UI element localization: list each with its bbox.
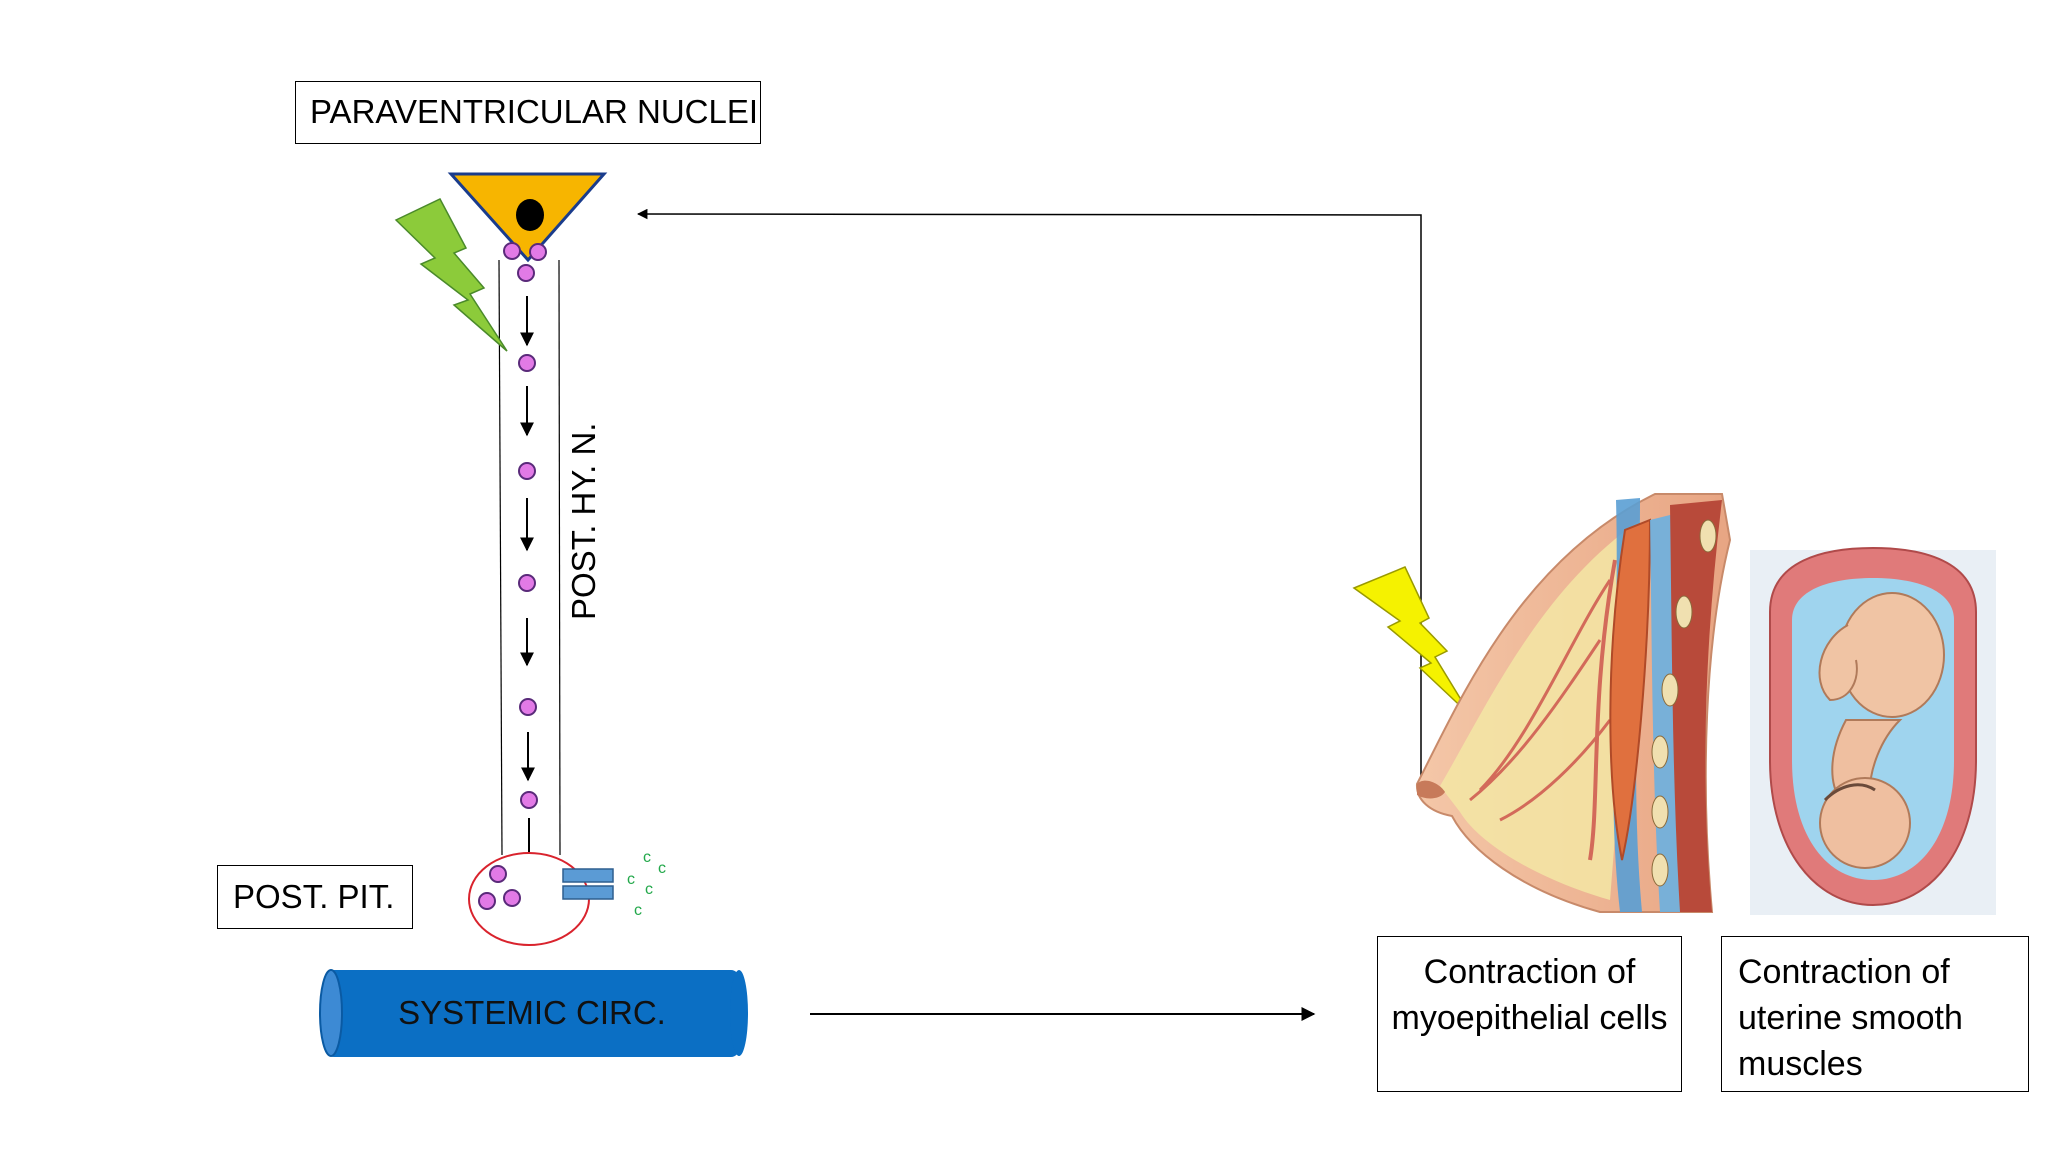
hormone-mark: c xyxy=(643,849,651,866)
post-pit-label: POST. PIT. xyxy=(217,865,413,929)
axon-tract xyxy=(498,259,561,856)
myoepithelial-contraction-label: Contraction of myoepithelial cells xyxy=(1377,936,1682,1092)
uterine-contraction-label: Contraction of uterine smooth muscles xyxy=(1721,936,2029,1092)
axonal-transport xyxy=(518,296,538,868)
hormone-mark: c xyxy=(658,860,666,877)
vesicle xyxy=(517,264,535,282)
released-hormone: c c c c c xyxy=(627,849,666,919)
hormone-mark: c xyxy=(627,871,635,888)
systemic-vessel xyxy=(319,969,748,1057)
vesicle xyxy=(529,243,547,261)
systemic-circ-label: SYSTEMIC CIRC. xyxy=(398,994,666,1031)
neuron-cell-body xyxy=(447,172,608,282)
stimulus-lightning-yellow xyxy=(1352,566,1472,717)
paraventricular-nuclei-label: PARAVENTRICULAR NUCLEI xyxy=(295,81,761,144)
nerve-terminal xyxy=(468,852,590,946)
nucleus xyxy=(516,199,544,231)
receptor-channel xyxy=(562,868,614,900)
breast-illustration xyxy=(1415,493,1732,913)
hormone-mark: c xyxy=(645,881,653,898)
vesicle xyxy=(503,242,521,260)
hormone-mark: c xyxy=(634,902,642,919)
post-hy-n-label: POST. HY. N. xyxy=(565,422,602,620)
stimulus-lightning-green xyxy=(394,198,508,352)
feedback-arrow xyxy=(636,208,1422,776)
uterus-illustration xyxy=(1750,546,1996,915)
